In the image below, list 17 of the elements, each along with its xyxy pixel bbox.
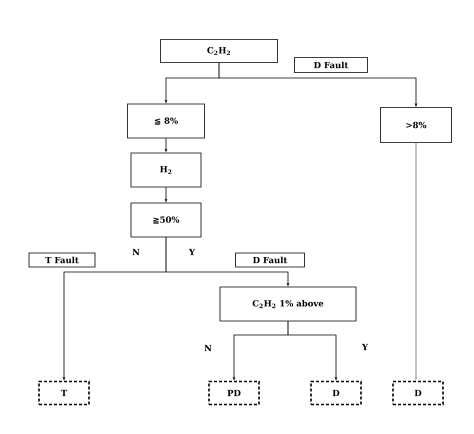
- edge-label: Y: [188, 248, 196, 256]
- result-box: T: [38, 380, 90, 406]
- edge-label: N: [203, 344, 213, 352]
- process-box: H$_{2}$: [130, 152, 202, 188]
- process-box: C$_{2}$H$_{2}$: [160, 39, 278, 63]
- process-box: ≧50%: [130, 202, 202, 238]
- fault-label-box: T Fault: [28, 252, 96, 268]
- result-box: D: [392, 380, 444, 406]
- result-box: PD: [208, 380, 260, 406]
- process-box: >8%: [380, 107, 452, 143]
- process-box: ≦ 8%: [127, 104, 205, 138]
- result-box: D: [310, 380, 362, 406]
- edge-label: N: [131, 248, 141, 256]
- fault-label-box: D Fault: [294, 57, 368, 73]
- fault-label-box: D Fault: [235, 252, 305, 268]
- edge-label: Y: [360, 342, 370, 352]
- process-box: C$_{2}$H$_{2}$ 1% above: [220, 286, 356, 322]
